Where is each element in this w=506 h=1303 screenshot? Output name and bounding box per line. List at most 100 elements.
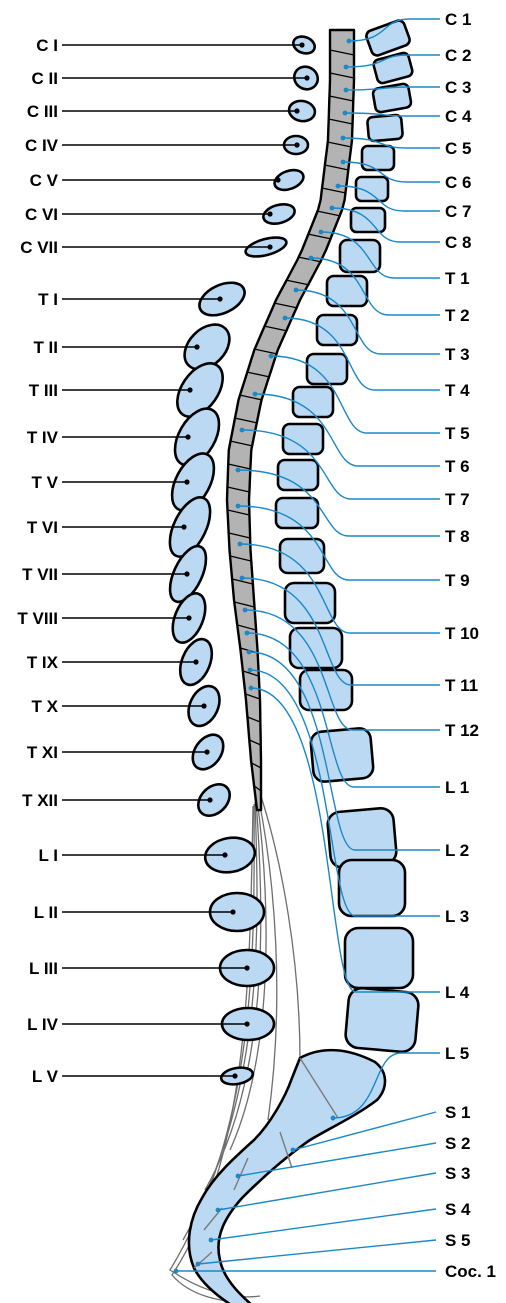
label-c-6: C 6 <box>445 173 471 192</box>
leader-dot-t-xi <box>204 749 209 754</box>
label-t-ii: T II <box>33 338 58 357</box>
label-t-3: T 3 <box>445 345 470 364</box>
label-t-vii: T VII <box>22 565 58 584</box>
nerve-line-t-9 <box>238 506 440 580</box>
label-l-1: L 1 <box>445 778 469 797</box>
vertebral-body-5 <box>362 146 394 170</box>
nerve-dot-c-5 <box>341 136 346 141</box>
nerve-dot-c-2 <box>344 65 349 70</box>
nerve-dot-c-8 <box>330 206 335 211</box>
label-l-4: L 4 <box>445 983 470 1002</box>
nerve-dot-c-3 <box>344 88 349 93</box>
nerve-line-t-10 <box>240 544 440 633</box>
label-t-x: T X <box>32 697 59 716</box>
nerve-dot-t-12 <box>243 608 248 613</box>
label-s-3: S 3 <box>445 1164 471 1183</box>
label-c-2: C 2 <box>445 46 471 65</box>
leader-dot-t-x <box>201 703 206 708</box>
label-c-v: C V <box>30 171 59 190</box>
vertebral-body-10 <box>317 315 357 345</box>
label-s-4: S 4 <box>445 1200 471 1219</box>
vertebral-body-23 <box>345 928 413 988</box>
vertebral-body-4 <box>367 115 403 142</box>
leader-dot-t-vi <box>181 524 186 529</box>
label-c-ii: C II <box>32 69 58 88</box>
leader-dot-t-ix <box>193 659 198 664</box>
nerve-dot-l-5 <box>331 1116 336 1121</box>
nerve-dot-s-4 <box>209 1238 214 1243</box>
leader-dot-l-i <box>222 852 227 857</box>
nerve-dot-t-3 <box>294 288 299 293</box>
label-c-iv: C IV <box>25 136 59 155</box>
nerve-line-t-7 <box>242 430 440 499</box>
leader-dot-l-iii <box>244 965 249 970</box>
label-s-1: S 1 <box>445 1103 471 1122</box>
label-c-i: C I <box>36 36 58 55</box>
nerve-dot-s-2 <box>236 1174 241 1179</box>
nerve-dot-c-1 <box>347 39 352 44</box>
label-l-v: L V <box>32 1067 59 1086</box>
label-t-9: T 9 <box>445 571 470 590</box>
nerve-dot-c-6 <box>341 160 346 165</box>
label-c-3: C 3 <box>445 78 471 97</box>
leader-dot-t-v <box>184 479 189 484</box>
label-t-8: T 8 <box>445 527 470 546</box>
label-s-2: S 2 <box>445 1134 471 1153</box>
nerve-line-t-8 <box>238 470 440 536</box>
nerve-line-s-5 <box>198 1240 436 1264</box>
leader-dot-t-ii <box>194 344 199 349</box>
leader-dot-t-i <box>217 296 222 301</box>
nerve-dot-l-2 <box>247 650 252 655</box>
nerve-dot-l-4 <box>249 686 254 691</box>
label-t-7: T 7 <box>445 490 470 509</box>
label-t-xi: T XI <box>27 743 58 762</box>
label-t-10: T 10 <box>445 624 479 643</box>
label-t-1: T 1 <box>445 269 470 288</box>
nerve-dot-s-3 <box>216 1208 221 1213</box>
label-t-2: T 2 <box>445 306 470 325</box>
label-t-4: T 4 <box>445 381 470 400</box>
leader-dot-c-i <box>299 42 304 47</box>
leader-dot-c-v <box>275 177 280 182</box>
leader-dot-t-iii <box>187 387 192 392</box>
label-c-8: C 8 <box>445 233 471 252</box>
leader-dot-t-iv <box>185 434 190 439</box>
vertebral-body-8 <box>340 240 380 272</box>
nerve-dot-s-1 <box>291 1148 296 1153</box>
leader-dot-l-ii <box>230 909 235 914</box>
nerve-dot-l-1 <box>245 631 250 636</box>
label-s-5: S 5 <box>445 1231 471 1250</box>
nerve-dot-s-5 <box>196 1262 201 1267</box>
leader-dot-c-iv <box>294 142 299 147</box>
label-l-iii: L III <box>29 959 58 978</box>
label-t-iii: T III <box>29 381 58 400</box>
segment-labels: C 1C 2C 3C 4C 5C 6C 7C 8T 1T 2T 3T 4T 5T… <box>445 10 496 1281</box>
label-l-ii: L II <box>34 903 58 922</box>
nerve-dot-t-9 <box>236 504 241 509</box>
nerve-dot-c-4 <box>343 111 348 116</box>
nerve-dot-coc-1 <box>174 1269 179 1274</box>
label-t-v: T V <box>32 473 59 492</box>
vertebral-body-18 <box>290 628 342 668</box>
label-l-iv: L IV <box>27 1015 59 1034</box>
nerve-dot-t-8 <box>236 468 241 473</box>
label-c-5: C 5 <box>445 139 471 158</box>
leader-dot-t-viii <box>186 615 191 620</box>
vertebral-body-12 <box>293 387 333 417</box>
label-c-4: C 4 <box>445 107 472 126</box>
leader-dot-l-iv <box>244 1021 249 1026</box>
sacrum <box>189 1050 385 1303</box>
leader-dot-l-v <box>232 1073 237 1078</box>
label-t-iv: T IV <box>27 428 59 447</box>
label-coc-1: Coc. 1 <box>445 1262 496 1281</box>
leader-dot-c-iii <box>294 108 299 113</box>
vertebral-body-22 <box>339 860 405 916</box>
nerve-dot-t-4 <box>283 316 288 321</box>
label-t-xii: T XII <box>22 791 58 810</box>
nerve-dot-l-3 <box>248 668 253 673</box>
nerve-dot-t-6 <box>253 392 258 397</box>
vertebral-body-17 <box>285 583 335 623</box>
label-c-iii: C III <box>27 102 58 121</box>
nerve-dot-t-10 <box>238 542 243 547</box>
